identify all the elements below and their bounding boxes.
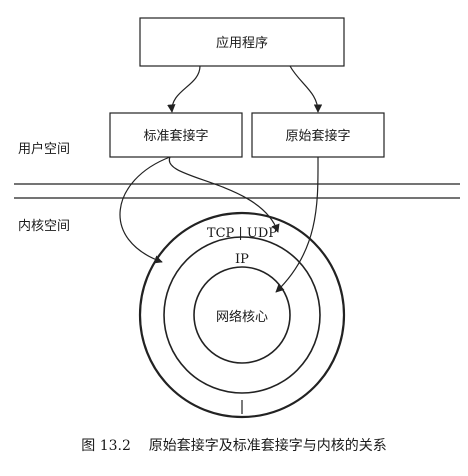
inner-ring [193,266,291,364]
middle-ring [163,236,321,394]
app-box: 应用程序 [139,17,345,67]
user-space-label: 用户空间 [18,141,70,157]
network-core-label: 网络核心 [216,309,268,325]
arrow-app-to-raw [289,65,323,113]
raw-socket-label: 原始套接字 [285,128,350,144]
arrow-raw-to-core [275,156,319,293]
figure-caption: 图 13.2 原始套接字及标准套接字与内核的关系 [81,437,386,454]
arrow-std-to-tcp [168,156,280,233]
app-label: 应用程序 [216,35,268,51]
kernel-space-label: 内核空间 [18,218,70,234]
arrow-app-to-std [167,65,201,113]
std-socket-label: 标准套接字 [143,128,208,144]
tcp-udp-label: TCP | UDP [207,226,277,241]
arrow-std-to-ip [119,156,171,264]
std-socket-box: 标准套接字 [109,112,243,158]
raw-socket-box: 原始套接字 [251,112,385,158]
outer-ring [138,211,346,419]
ip-label: IP [235,252,249,267]
